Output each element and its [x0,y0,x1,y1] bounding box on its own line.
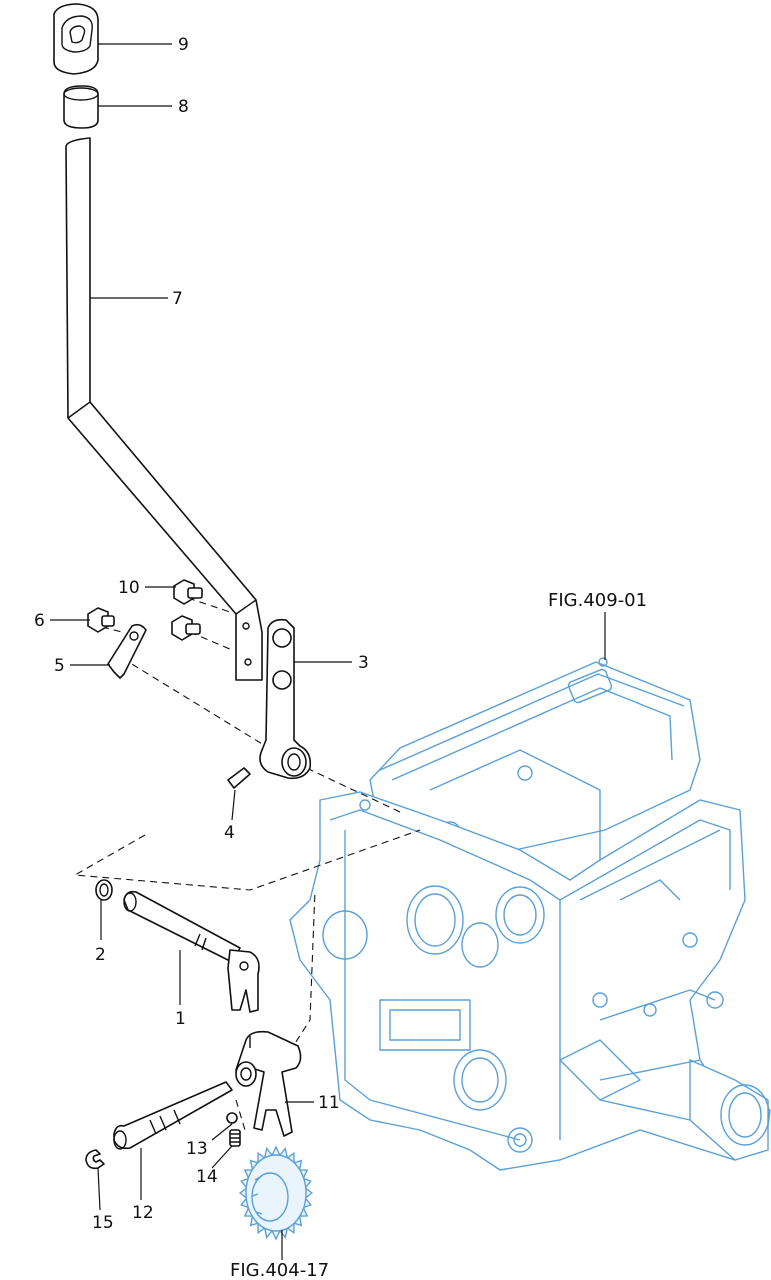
lock-plate-part-5 [107,623,147,679]
callout-4: 4 [224,823,235,843]
callout-3: 3 [358,653,369,673]
callout-6: 6 [34,611,45,631]
callout-2: 2 [95,945,106,965]
shift-shaft-part-1 [123,890,260,1013]
knob-part-9 [53,3,99,75]
transmission-housing [289,657,771,1171]
gear-fig-404-17 [238,1145,314,1241]
lever-part-7 [65,137,263,681]
shift-arm-part-3 [259,618,312,780]
snap-ring-part-15 [85,1149,105,1170]
fig-404-17-reference: FIG.404-17 [230,1260,329,1280]
callout-10: 10 [118,578,140,598]
callout-15: 15 [92,1213,114,1233]
callout-13: 13 [186,1139,208,1159]
callout-5: 5 [54,656,65,676]
callout-12: 12 [132,1203,154,1223]
callout-11: 11 [318,1093,340,1113]
bolts-part-10 [171,579,203,641]
callout-9: 9 [178,35,189,55]
washer-part-2 [95,879,113,901]
callout-14: 14 [196,1167,218,1187]
shift-fork-part-11 [235,1030,302,1137]
assembly-lines [73,597,421,1131]
ball-part-13 [226,1112,238,1124]
callout-labels: 9 8 7 10 6 5 3 4 2 1 11 12 13 14 15 FIG.… [34,35,647,1280]
callout-7: 7 [172,289,183,309]
spring-pin-part-4 [227,767,251,789]
fork-rod-part-12 [113,1081,233,1150]
fig-409-01-reference: FIG.409-01 [548,590,647,611]
callout-8: 8 [178,97,189,117]
callout-1: 1 [175,1009,186,1029]
spring-part-14 [229,1129,241,1147]
leader-lines [50,43,606,1260]
sleeve-part-8 [63,85,99,129]
bolt-part-6 [87,607,115,633]
